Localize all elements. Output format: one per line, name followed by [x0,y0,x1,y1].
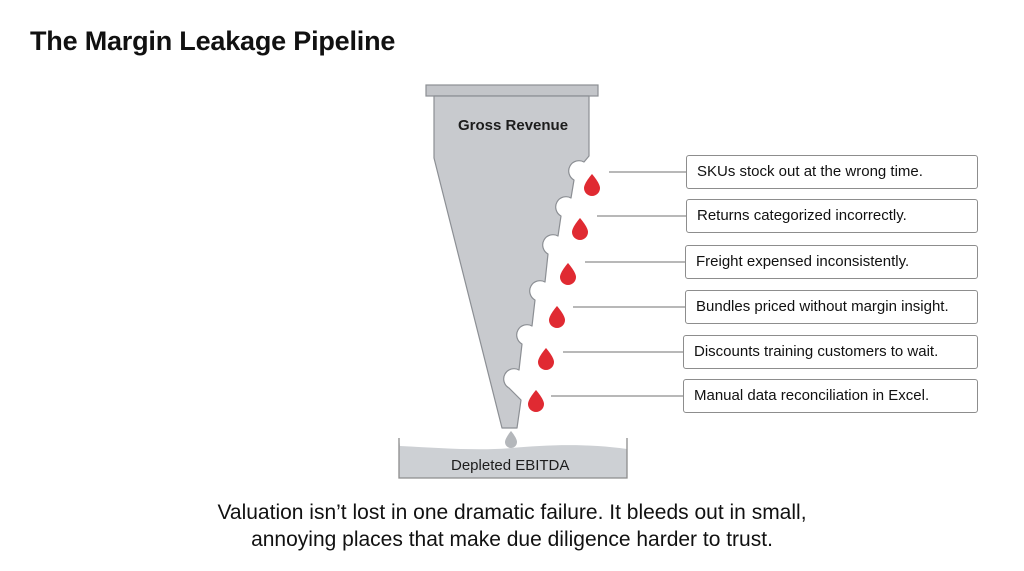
gross-revenue-label: Gross Revenue [458,117,569,134]
basin-outline [398,438,628,479]
blood-drop-icon [528,390,544,412]
leak-box: Freight expensed inconsistently. [685,245,978,279]
blood-drop-icon [549,306,565,328]
blood-drop-icon [560,263,576,285]
leak-box: Returns categorized incorrectly. [686,199,978,233]
caption-line-1: Valuation isn’t lost in one dramatic fai… [217,501,807,524]
funnel-rim [425,84,599,97]
leak-drops [528,174,600,412]
blood-drop-icon [538,348,554,370]
leak-box: Bundles priced without margin insight. [685,290,978,324]
leak-box: SKUs stock out at the wrong time. [686,155,978,189]
caption-line-2: annoying places that make due diligence … [251,528,773,551]
connector-lines [551,171,687,397]
page-title: The Margin Leakage Pipeline [30,26,396,56]
leak-box: Discounts training customers to wait. [683,335,978,369]
basin [399,438,627,478]
depleted-ebitda-label: Depleted EBITDA [451,457,570,474]
funnel-body [433,95,590,429]
blood-drop-icon [584,174,600,196]
leak-box: Manual data reconciliation in Excel. [683,379,978,413]
water-drop-icon [505,431,517,448]
blood-drop-icon [572,218,588,240]
